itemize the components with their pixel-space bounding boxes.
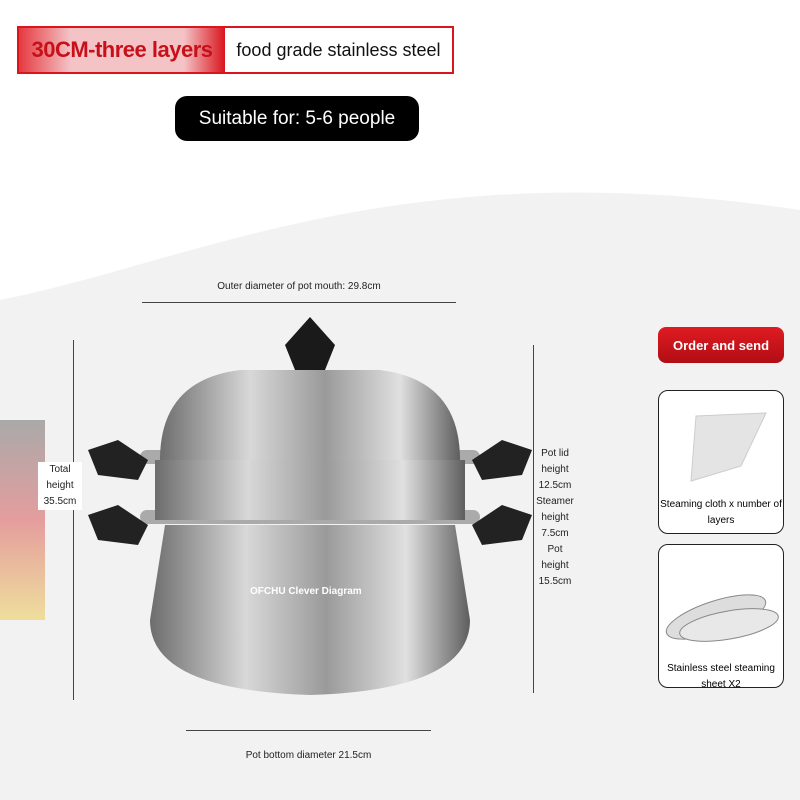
accessory-label: Steaming cloth x number of layers — [660, 499, 782, 526]
total-height-line — [73, 340, 74, 700]
total-height-label: Total height 35.5cm — [38, 462, 82, 510]
diameter-line — [142, 302, 456, 303]
text: 35.5cm — [43, 496, 77, 507]
text: height — [46, 480, 74, 491]
text: height — [541, 464, 569, 475]
section-height-line — [533, 345, 534, 693]
size-label: 30CM-three layers — [19, 28, 225, 72]
accessory-card-sheet: Stainless steel steaming sheet X2 — [658, 544, 784, 690]
suitable-badge: Suitable for: 5-6 people — [175, 96, 419, 141]
steaming-sheet-image — [665, 594, 779, 642]
bottom-diameter-line — [186, 730, 431, 731]
accessory-label: Stainless steel steaming sheet X2 — [667, 663, 775, 690]
text: height — [541, 512, 569, 523]
bottom-diameter-label: Pot bottom diameter 21.5cm — [245, 750, 372, 761]
text: 7.5cm — [541, 528, 569, 539]
steamer-pot-illustration — [88, 317, 532, 695]
spec-banner: 30CM-three layers food grade stainless s… — [17, 26, 454, 74]
material-label: food grade stainless steel — [236, 39, 441, 60]
text: 15.5cm — [538, 576, 572, 587]
text: Steamer — [536, 496, 574, 507]
text: Pot lid — [541, 448, 569, 459]
accessory-card-cloth: Steaming cloth x number of layers — [658, 390, 784, 534]
text: height — [541, 560, 569, 571]
steaming-cloth-image — [690, 412, 767, 482]
order-and-send-badge: Order and send — [658, 327, 784, 363]
text: 12.5cm — [538, 480, 572, 491]
outer-diameter-label: Outer diameter of pot mouth: 29.8cm — [217, 281, 381, 292]
text: Pot — [547, 544, 563, 555]
watermark: OFCHU Clever Diagram — [250, 586, 362, 597]
section-heights-label: Pot lid height 12.5cm Steamer height 7.5… — [533, 446, 577, 590]
text: Total — [49, 464, 71, 475]
